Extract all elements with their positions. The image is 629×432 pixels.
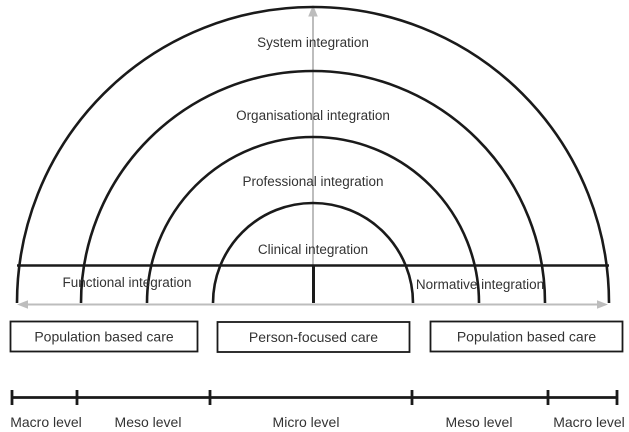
care-box-center (216, 321, 411, 353)
band-label-normative: Normative integration (416, 277, 544, 292)
ring-arc-organisational (79, 69, 547, 304)
band-label-functional: Functional integration (62, 275, 191, 290)
ring-arc-system (15, 5, 611, 304)
axis-arrows (17, 5, 608, 309)
ring-label-system: System integration (257, 35, 369, 50)
care-box-label-right: Population based care (457, 329, 597, 345)
left-arrowhead-icon (17, 300, 28, 309)
scale-label-macro-right: Macro level (553, 414, 625, 430)
ring-arc-professional (145, 135, 481, 304)
care-box-left (9, 320, 199, 353)
care-box-label-left: Population based care (34, 329, 174, 345)
care-box-right (429, 320, 624, 353)
ring-arc-clinical (211, 201, 415, 304)
ring-label-professional: Professional integration (242, 174, 383, 189)
scale-label-meso-left: Meso level (115, 414, 182, 430)
diagram-lines (9, 5, 624, 405)
up-arrowhead-icon (308, 5, 318, 17)
scale-label-micro: Micro level (273, 414, 340, 430)
scale-label-macro-left: Macro level (10, 414, 82, 430)
ring-label-clinical: Clinical integration (258, 242, 368, 257)
care-box-label-center: Person-focused care (249, 329, 378, 345)
right-arrowhead-icon (597, 300, 608, 309)
diagram-labels: System integration Organisational integr… (10, 35, 625, 430)
scale-label-meso-right: Meso level (446, 414, 513, 430)
ring-label-organisational: Organisational integration (236, 108, 390, 123)
